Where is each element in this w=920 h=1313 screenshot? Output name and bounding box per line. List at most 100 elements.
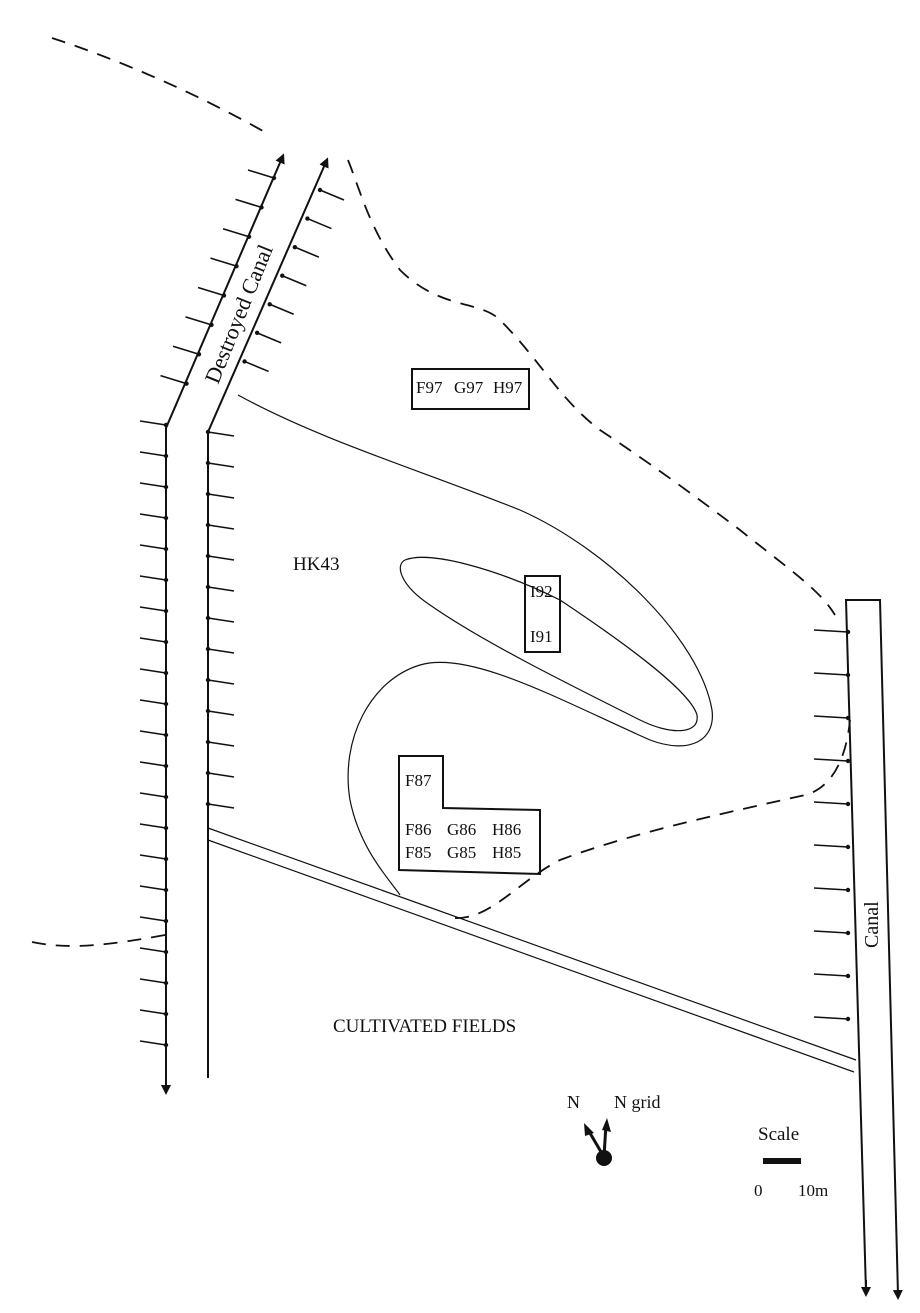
bank-tick	[207, 679, 235, 685]
bank-tick	[139, 420, 167, 426]
bank-tick	[207, 462, 235, 468]
unit-H86: H86	[492, 820, 521, 839]
bank-tick	[139, 730, 167, 736]
bank-tick	[207, 648, 235, 654]
scale-min: 0	[754, 1181, 763, 1200]
bank-tick	[139, 916, 167, 922]
bank-tick-dot	[221, 293, 227, 298]
unit-G97: G97	[454, 378, 484, 397]
bank-tick	[139, 544, 167, 550]
bank-tick	[207, 493, 235, 499]
bank-tick	[139, 1040, 167, 1046]
bank-tick-dot	[163, 670, 169, 676]
unit-F86: F86	[405, 820, 431, 839]
bank-tick	[319, 189, 345, 201]
bank-tick	[207, 586, 235, 592]
north-label: N	[567, 1092, 580, 1112]
bank-tick-dot	[163, 639, 169, 645]
bank-tick-dot	[280, 273, 285, 278]
bank-tick-dot	[205, 460, 211, 466]
bank-tick-dot	[163, 515, 169, 521]
bank-tick	[256, 332, 282, 344]
bank-tick-dot	[205, 615, 211, 621]
bank-tick-dot	[267, 302, 272, 307]
canal-bank-ticks-diagonal-right	[242, 187, 345, 373]
bank-tick	[139, 947, 167, 953]
bank-tick-dot	[271, 175, 277, 181]
north-arrow-dot	[596, 1150, 612, 1166]
bank-tick	[813, 844, 849, 848]
bank-tick-dot	[845, 930, 851, 936]
site-boundary-lower-right	[454, 719, 851, 919]
canal-bank-ticks-right	[205, 429, 235, 809]
unit-I92: I92	[530, 582, 553, 601]
bank-tick	[197, 286, 225, 297]
bank-tick-dot	[317, 187, 323, 193]
bank-tick-dot	[845, 887, 851, 893]
bank-tick	[172, 345, 200, 356]
bank-tick	[207, 431, 235, 437]
unit-F97: F97	[416, 378, 443, 397]
destroyed-canal: Destroyed Canal	[139, 153, 345, 1095]
bank-tick-dot	[163, 1011, 169, 1017]
bank-tick-dot	[209, 322, 214, 328]
unit-F85: F85	[405, 843, 431, 862]
bank-tick-dot	[205, 584, 211, 590]
contour-inner	[399, 556, 698, 732]
unit-G86: G86	[447, 820, 476, 839]
bank-tick-dot	[205, 739, 211, 745]
bank-tick-dot	[254, 330, 260, 336]
bank-tick	[139, 699, 167, 705]
bank-tick	[139, 606, 167, 612]
bank-tick-dot	[845, 1016, 851, 1022]
bank-tick	[139, 823, 167, 829]
bank-tick-dot	[196, 352, 202, 357]
bank-tick-dot	[205, 553, 211, 559]
bank-tick-dot	[163, 918, 169, 924]
bank-tick-dot	[205, 522, 211, 528]
bank-tick-dot	[292, 244, 298, 250]
bank-tick	[139, 482, 167, 488]
bank-tick	[185, 316, 212, 326]
embankment-road	[207, 827, 857, 1073]
bank-tick-dot	[845, 758, 851, 764]
bank-tick-dot	[163, 980, 169, 986]
bank-tick	[294, 246, 320, 258]
right-canal-label: Canal	[861, 901, 883, 948]
bank-tick-dot	[163, 763, 169, 769]
bank-tick-dot	[845, 672, 851, 678]
bank-tick	[244, 360, 269, 373]
bank-tick-dot	[163, 949, 169, 955]
bank-tick	[139, 637, 167, 643]
bank-tick	[139, 978, 167, 984]
bank-tick	[210, 257, 237, 267]
bank-tick-dot	[163, 577, 169, 583]
bank-tick	[207, 617, 235, 623]
unit-H97: H97	[493, 378, 523, 397]
bank-tick-dot	[163, 856, 169, 862]
bank-tick-dot	[163, 825, 169, 831]
grid-units-center: I92 I91	[524, 575, 561, 653]
bank-tick	[207, 710, 235, 716]
bank-tick	[139, 792, 167, 798]
bank-tick-dot	[163, 887, 169, 893]
north-arrow-head	[584, 1123, 594, 1136]
grid-units-north: F97 G97 H97	[411, 368, 530, 410]
bank-tick	[207, 524, 235, 530]
bank-tick-dot	[205, 429, 211, 435]
bank-tick-dot	[234, 263, 239, 269]
bank-tick	[813, 758, 849, 762]
canal-bank-ticks-diagonal-left	[160, 169, 277, 386]
cultivated-fields-label: CULTIVATED FIELDS	[333, 1016, 516, 1037]
bank-tick	[139, 854, 167, 860]
bank-tick-dot	[163, 422, 169, 428]
bank-tick	[813, 715, 849, 719]
bank-tick-dot	[163, 732, 169, 738]
bank-tick	[269, 303, 295, 316]
bank-tick-dot	[845, 629, 851, 635]
right-canal: Canal	[813, 599, 903, 1300]
bank-tick	[813, 629, 849, 633]
bank-tick	[207, 803, 235, 809]
bank-tick-dot	[163, 1042, 169, 1048]
